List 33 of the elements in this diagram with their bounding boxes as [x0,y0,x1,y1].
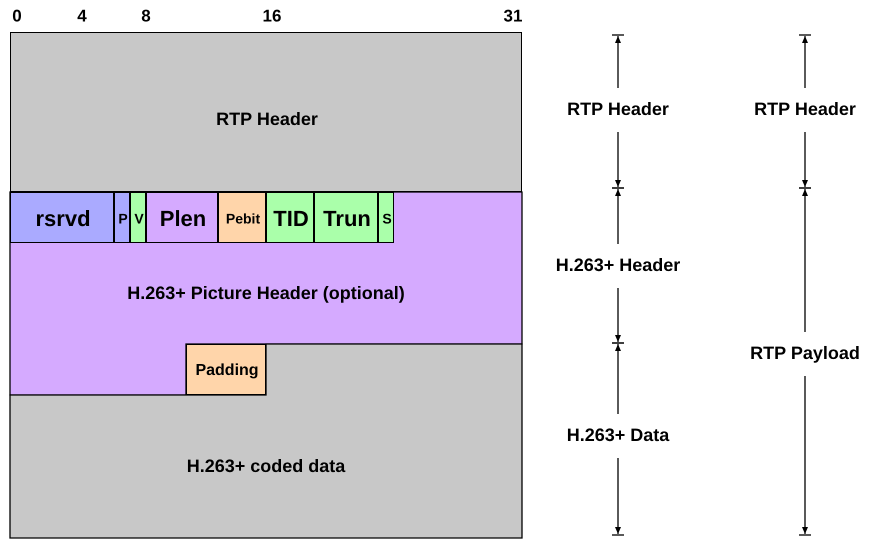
bit-field [130,192,146,243]
bit-number: 8 [141,8,151,26]
section-label: RTP Header [567,100,669,120]
field-label: Plen [160,206,206,231]
bit-field [146,192,218,243]
bit-number: 16 [262,8,282,26]
field-label: TID [273,206,309,231]
field-label: V [134,210,144,226]
section-label: RTP Header [754,100,856,120]
field-label: Padding [195,362,259,380]
field-label: Trun [323,206,371,231]
bit-field [10,192,114,243]
header-field [10,32,522,192]
field-label: Pebit [226,210,260,226]
field-label: H.263+ coded data [186,457,346,477]
bit-number: 4 [77,8,87,26]
field-label: H.263+ Picture Header (optional) [127,284,405,304]
field-label: rsrvd [35,206,91,231]
padding-field [186,344,266,395]
bit-field [218,192,266,243]
field-label: S [382,210,392,226]
bit-field [266,192,314,243]
field-label: RTP Header [216,110,318,130]
bit-number: 0 [12,8,22,26]
section-label: RTP Payload [750,344,860,364]
section-label: H.263+ Data [566,426,670,446]
bit-number: 31 [504,8,522,26]
bit-field [314,192,378,243]
bit-field [114,192,130,243]
field-label: P [118,210,128,226]
bit-field [378,192,394,243]
data-field [10,344,522,538]
section-label: H.263+ Header [556,256,680,276]
